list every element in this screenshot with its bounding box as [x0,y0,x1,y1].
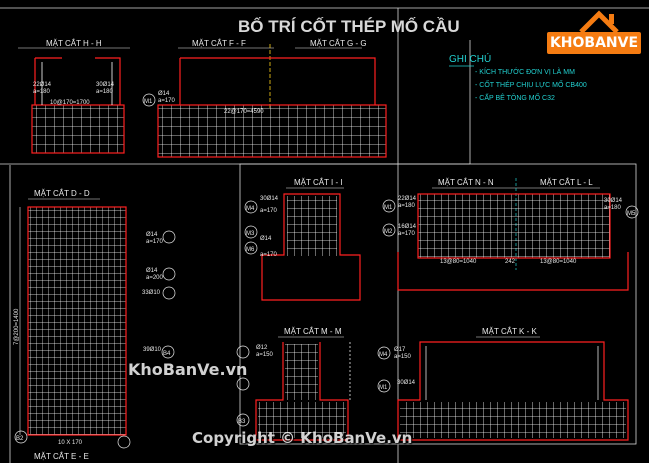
sheet-frames [0,7,649,463]
marker-b3 [236,413,250,427]
watermark-main: KhoBanVe.vn [128,360,248,379]
marker-m2 [382,223,396,237]
section-title: MẶT CẮT L - L [540,178,593,187]
section-title: MẶT CẮT G - G [310,39,367,48]
rebar-label: 39Ø10 [143,347,162,353]
section-mm: MẶT CẮT M - M Ø12 a=150 B3 [236,327,351,441]
rebar-label: 22Ø14 [33,82,52,88]
rebar-label: 30Ø14 [260,196,279,202]
marker-b4 [161,345,175,359]
rebar-label: a=170 [398,231,416,237]
khobanve-logo[interactable]: KHOBANVE [547,8,641,60]
marker-label: B2 [16,436,24,442]
logo-brand-text: KHOBANVE [547,32,641,54]
rebar-label: Ø14 [260,236,272,242]
rebar-label: a=170 [158,98,176,104]
section-title: MẶT CẮT F - F [192,39,246,48]
rebar-label: 30Ø14 [397,380,416,386]
rebar-label: a=180 [604,205,622,211]
rebar-label: 16Ø14 [398,224,417,230]
section-title: MẶT CẮT M - M [284,327,342,336]
marker-m6 [244,241,258,255]
section-dd: MẶT CẮT D - D 7@200=1400 Ø14 a=170 Ø14 a… [14,189,176,449]
section-nn-ll: MẶT CẮT N - N MẶT CẮT L - L 13@80=1040 2… [382,178,639,291]
marker-label: M3 [246,231,255,237]
marker-label: M1 [379,385,388,391]
rebar-label: a=150 [394,354,412,360]
section-title: MẶT CẮT I - I [294,178,343,187]
marker-label: M6 [246,247,255,253]
dimension-label: 10 X 170 [58,440,83,446]
rebar-label: a=180 [96,89,114,95]
rebar-label: a=180 [33,89,51,95]
rebar-label: a=170 [146,239,164,245]
section-ii: MẶT CẮT I - I 30Ø14 a=170 M4 M3 M6 Ø14 a… [244,178,361,301]
rebar-label: 22Ø14 [398,196,417,202]
rebar-label: Ø14 [146,232,158,238]
dimension-label: 22@170=4590 [224,109,264,115]
drawing-title: BỐ TRÍ CỐT THÉP MỐ CẦU [238,16,460,36]
marker-label: M2 [384,229,393,235]
note-item: - CẤP BÊ TÔNG MỐ C32 [475,92,555,102]
marker-label: M1 [384,205,393,211]
section-gg: MẶT CẮT G - G 22@170=4590 Ø14 a=170 M1 [142,39,387,158]
rebar-label: Ø14 [146,268,158,274]
section-title: MẶT CẮT D - D [34,189,90,198]
marker-b2 [14,430,28,444]
marker-label: M4 [379,352,388,358]
marker-label: B4 [163,351,171,357]
marker-label: M4 [246,206,255,212]
section-title: MẶT CẮT K - K [482,327,537,336]
marker-label: B3 [238,419,246,425]
rebar-label: 33Ø10 [142,290,161,296]
house-icon [579,10,619,34]
dimension-label: 7@200=1400 [14,308,20,345]
dimension-label: 13@80=1040 [440,259,477,265]
dimension-label: 10@170=1700 [50,100,90,106]
section-kk: MẶT CẮT K - K Ø17 a=150 30Ø14 M4 M1 [377,327,629,441]
rebar-label: Ø14 [158,91,170,97]
rebar-label: a=170 [260,252,278,258]
marker-label: M5 [627,211,636,217]
dimension-label: 242 [505,259,516,265]
marker-m4 [244,200,258,214]
rebar-label: Ø12 [256,345,268,351]
rebar-label: a=170 [260,208,278,214]
marker-m3 [244,225,258,239]
rebar-label: a=200 [146,275,164,281]
rebar-label: Ø17 [394,347,406,353]
marker-label: M1 [144,99,153,105]
note-item: - KÍCH THƯỚC ĐƠN VỊ LÀ MM [475,67,575,76]
notes-heading: GHI CHÚ [449,52,491,65]
watermark-copyright: Copyright © KhoBanVe.vn [192,429,413,447]
section-title: MẶT CẮT E - E [34,452,89,461]
section-hh: MẶT CẮT H - H 22Ø14 a=180 30Ø14 a=180 10… [18,39,130,154]
rebar-label: a=180 [398,203,416,209]
section-ff: MẶT CẮT F - F [178,39,274,110]
note-item: - CỐT THÉP CHỊU LỰC MỐ CB400 [475,79,587,89]
marker-m5 [625,205,639,219]
section-title: MẶT CẮT N - N [438,178,494,187]
marker-m1 [142,93,156,107]
section-title: MẶT CẮT H - H [46,39,102,48]
notes-block: GHI CHÚ - KÍCH THƯỚC ĐƠN VỊ LÀ MM - CỐT … [449,52,587,102]
rebar-label: a=150 [256,352,274,358]
dimension-label: 13@80=1040 [540,259,577,265]
rebar-label: 30Ø14 [96,82,115,88]
rebar-label: 30Ø14 [604,198,623,204]
